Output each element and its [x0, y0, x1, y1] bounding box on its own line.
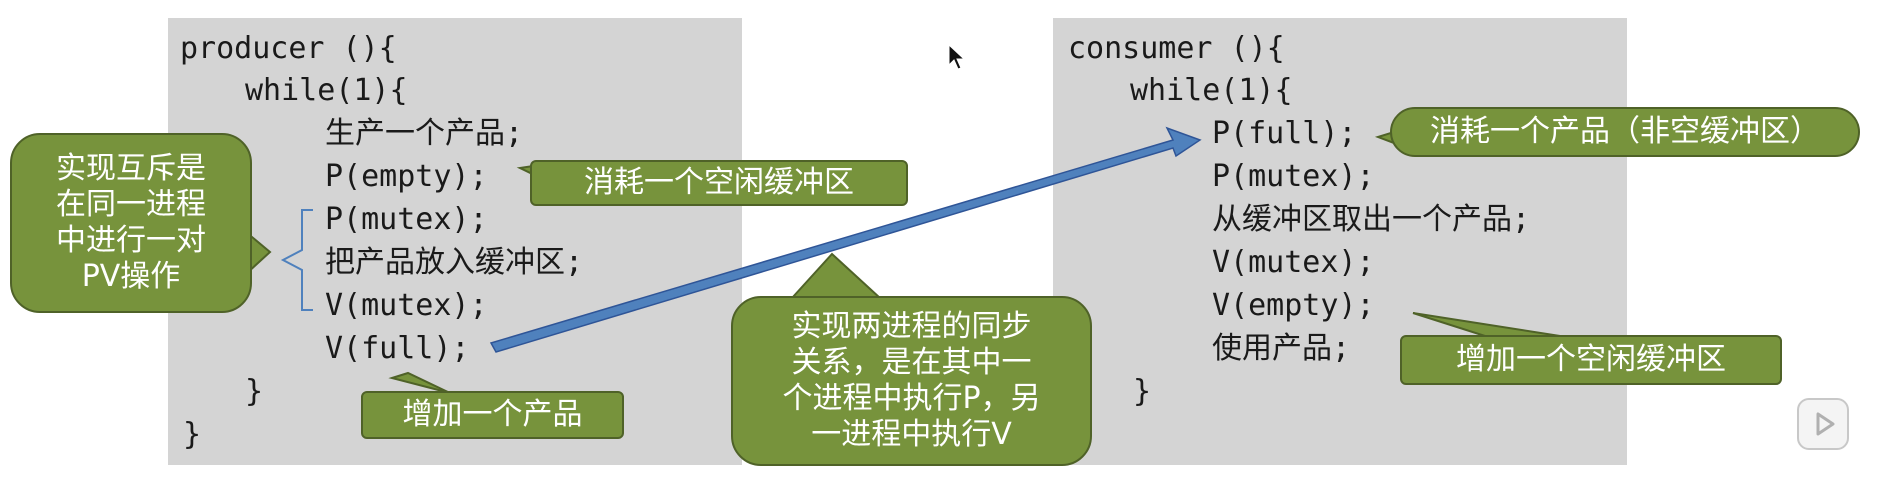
- consumer-line-p-mutex: P(mutex);: [1212, 159, 1375, 194]
- producer-line-p-mutex: P(mutex);: [325, 202, 488, 237]
- producer-line-produce: 生产一个产品;: [325, 116, 524, 151]
- consumer-line-take: 从缓冲区取出一个产品;: [1212, 202, 1531, 237]
- play-icon: [1816, 412, 1835, 436]
- consumer-line-use: 使用产品;: [1212, 331, 1351, 366]
- producer-line-close-func: }: [183, 417, 202, 452]
- sync-note-callout: 实现两进程的同步 关系，是在其中一 个进程中执行P，另 一进程中执行V: [731, 296, 1092, 466]
- producer-line-put: 把产品放入缓冲区;: [325, 245, 584, 280]
- consumer-line-v-empty: V(empty);: [1212, 288, 1375, 323]
- mouse-pointer-icon: [948, 44, 966, 70]
- add-buffer-note-callout: 增加一个空闲缓冲区: [1400, 335, 1782, 385]
- producer-line-header: producer (){: [180, 31, 397, 66]
- consumer-line-v-mutex: V(mutex);: [1212, 245, 1375, 280]
- play-button[interactable]: [1797, 398, 1849, 450]
- producer-line-v-full: V(full);: [325, 331, 470, 366]
- consumer-line-p-full: P(full);: [1212, 116, 1357, 151]
- sync-note-tail: [789, 252, 883, 299]
- consumer-line-while: while(1){: [1130, 73, 1293, 108]
- full-note-callout: 增加一个产品: [361, 391, 624, 439]
- producer-line-while: while(1){: [245, 73, 408, 108]
- producer-line-close-while: }: [245, 374, 264, 409]
- consumer-line-close-while: }: [1133, 374, 1152, 409]
- mutex-note-callout: 实现互斥是 在同一进程 中进行一对 PV操作: [10, 133, 252, 313]
- consume-note-callout: 消耗一个产品（非空缓冲区）: [1390, 107, 1860, 157]
- empty-note-callout: 消耗一个空闲缓冲区: [530, 160, 908, 206]
- producer-line-p-empty: P(empty);: [325, 159, 488, 194]
- producer-line-v-mutex: V(mutex);: [325, 288, 488, 323]
- consumer-line-header: consumer (){: [1068, 31, 1285, 66]
